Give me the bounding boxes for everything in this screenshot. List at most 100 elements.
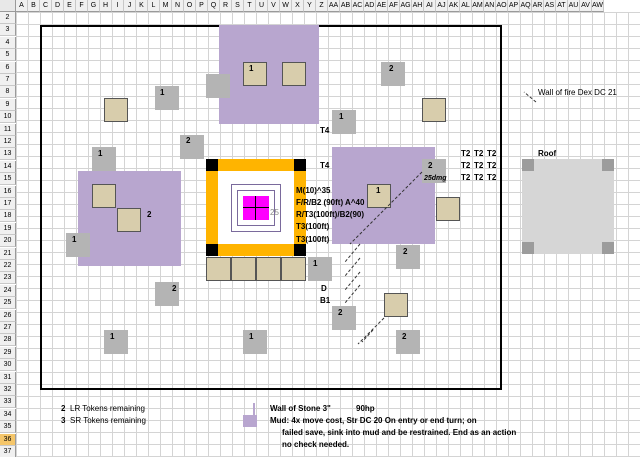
column-header[interactable]: S (232, 0, 244, 12)
row-header[interactable]: 12 (0, 136, 16, 148)
row-header[interactable]: 31 (0, 371, 16, 384)
grey-token[interactable] (396, 245, 420, 269)
row-header[interactable]: 7 (0, 74, 16, 86)
row-header[interactable]: 22 (0, 260, 16, 272)
column-header[interactable]: T (244, 0, 256, 12)
row-header[interactable]: 9 (0, 98, 16, 111)
row-header[interactable]: 32 (0, 384, 16, 396)
row-header[interactable]: 5 (0, 49, 16, 62)
tan-token[interactable] (104, 98, 128, 122)
row-header[interactable]: 35 (0, 421, 16, 434)
column-header[interactable]: AP (508, 0, 520, 12)
row-header[interactable]: 14 (0, 160, 16, 173)
row-header[interactable]: 13 (0, 148, 16, 161)
column-header[interactable]: AQ (520, 0, 532, 12)
tan-token[interactable] (117, 208, 141, 232)
grey-token[interactable] (180, 135, 204, 159)
column-header[interactable]: J (124, 0, 136, 12)
column-header[interactable]: B (28, 0, 40, 12)
column-header[interactable]: H (100, 0, 112, 12)
grey-token[interactable] (206, 74, 230, 98)
column-header[interactable]: AW (592, 0, 604, 12)
column-header[interactable]: A (16, 0, 28, 12)
column-header[interactable]: AR (532, 0, 544, 12)
row-header[interactable]: 29 (0, 346, 16, 359)
tan-token[interactable] (384, 293, 408, 317)
column-header[interactable]: AC (352, 0, 364, 12)
column-header[interactable]: Q (208, 0, 220, 12)
row-header[interactable]: 23 (0, 272, 16, 285)
column-header[interactable]: E (64, 0, 76, 12)
tan-token[interactable] (282, 62, 306, 86)
row-header[interactable]: 10 (0, 111, 16, 124)
column-header[interactable]: AT (556, 0, 568, 12)
row-header[interactable]: 8 (0, 86, 16, 99)
row-header[interactable]: 24 (0, 284, 16, 297)
column-header[interactable]: AL (460, 0, 472, 12)
row-header[interactable]: 3 (0, 24, 16, 37)
row-header[interactable]: 19 (0, 222, 16, 235)
column-header[interactable]: Z (316, 0, 328, 12)
column-header[interactable]: Y (304, 0, 316, 12)
row-header[interactable]: 21 (0, 247, 16, 260)
column-header[interactable]: AA (328, 0, 340, 12)
tan-token[interactable] (92, 184, 116, 208)
row-header[interactable]: 25 (0, 297, 16, 310)
column-header[interactable]: R (220, 0, 232, 12)
column-header[interactable]: AH (412, 0, 424, 12)
grey-token[interactable] (332, 110, 356, 134)
row-header[interactable]: 6 (0, 61, 16, 74)
column-header[interactable]: I (112, 0, 124, 12)
row-header[interactable]: 27 (0, 322, 16, 334)
column-header[interactable]: V (268, 0, 280, 12)
row-header[interactable]: 20 (0, 235, 16, 248)
column-header[interactable]: AI (424, 0, 436, 12)
row-header[interactable]: 11 (0, 123, 16, 136)
row-header[interactable]: 16 (0, 185, 16, 198)
column-header[interactable]: M (160, 0, 172, 12)
column-header[interactable]: U (256, 0, 268, 12)
column-header[interactable]: W (280, 0, 292, 12)
row-header[interactable]: 26 (0, 309, 16, 322)
grey-token[interactable] (422, 159, 446, 183)
select-all-corner[interactable] (0, 0, 16, 12)
column-header[interactable]: AU (568, 0, 580, 12)
row-header[interactable]: 17 (0, 198, 16, 210)
row-header[interactable]: 34 (0, 408, 16, 421)
row-header[interactable]: 2 (0, 12, 16, 24)
column-header[interactable]: N (172, 0, 184, 12)
column-header[interactable]: P (196, 0, 208, 12)
grey-token[interactable] (332, 306, 356, 330)
grey-token[interactable] (66, 233, 90, 257)
row-header[interactable]: 30 (0, 359, 16, 372)
grey-token[interactable] (92, 147, 116, 171)
row-header[interactable]: 4 (0, 36, 16, 49)
magenta-target[interactable] (243, 196, 269, 220)
tan-token[interactable] (243, 62, 267, 86)
column-header[interactable]: L (148, 0, 160, 12)
column-header[interactable]: C (40, 0, 52, 12)
grey-token[interactable] (243, 330, 267, 354)
tan-token[interactable] (367, 184, 391, 208)
column-header[interactable]: AM (472, 0, 484, 12)
grey-token[interactable] (396, 330, 420, 354)
column-header[interactable]: AV (580, 0, 592, 12)
column-header[interactable]: AF (388, 0, 400, 12)
column-header[interactable]: AS (544, 0, 556, 12)
column-header[interactable]: X (292, 0, 304, 12)
row-header[interactable]: 36 (0, 433, 16, 446)
row-header[interactable]: 15 (0, 173, 16, 186)
grey-token[interactable] (155, 282, 179, 306)
column-header[interactable]: AK (448, 0, 460, 12)
column-header[interactable]: AG (400, 0, 412, 12)
column-header[interactable]: K (136, 0, 148, 12)
column-header[interactable]: AD (364, 0, 376, 12)
row-header[interactable]: 33 (0, 396, 16, 409)
column-header[interactable]: O (184, 0, 196, 12)
row-header[interactable]: 28 (0, 334, 16, 347)
column-header[interactable]: AN (484, 0, 496, 12)
row-header[interactable]: 37 (0, 446, 16, 457)
tan-token[interactable] (436, 197, 460, 221)
column-header[interactable]: AB (340, 0, 352, 12)
grey-token[interactable] (308, 257, 332, 281)
